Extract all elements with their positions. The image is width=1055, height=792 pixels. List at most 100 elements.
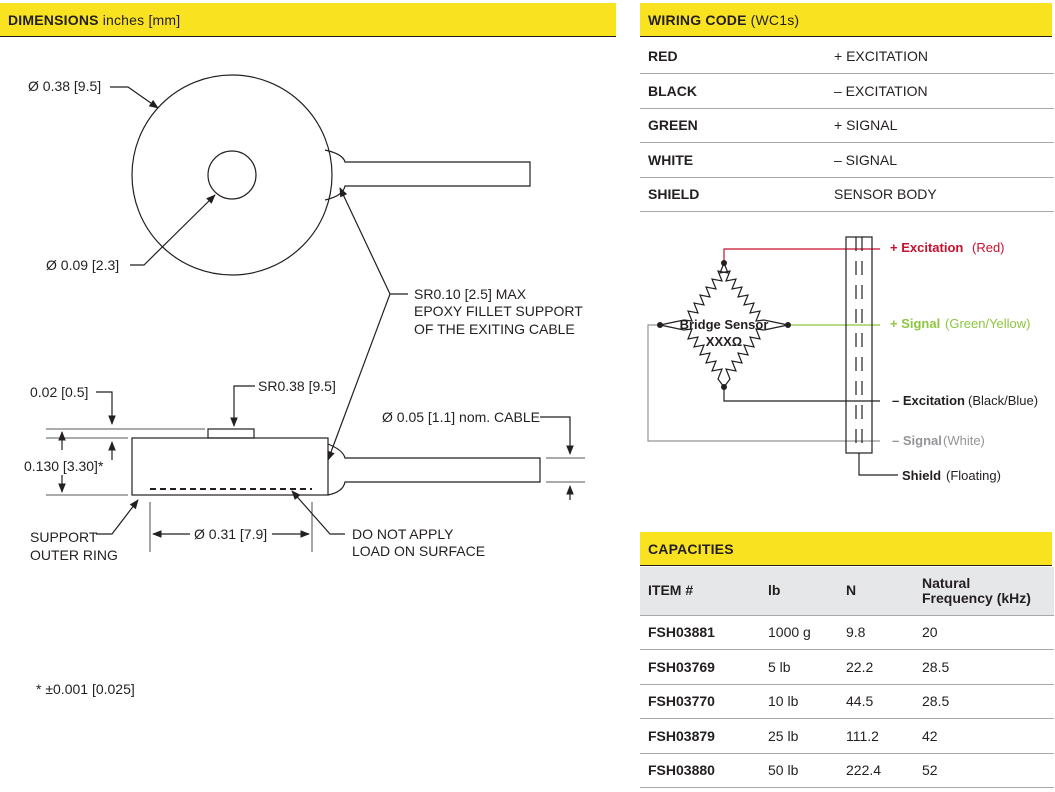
cell-n: 22.2: [846, 658, 874, 675]
dimensions-title: DIMENSIONS: [8, 11, 99, 28]
wire-red: [723, 248, 880, 263]
dimension-drawing: Ø 0.38 [9.5] Ø 0.09 [2.3] SR0.10 [2.5] M…: [24, 74, 585, 697]
label-inner-dia: Ø 0.09 [2.3]: [46, 257, 119, 273]
table-row: FSH03880 50 lb 222.4 52: [640, 753, 1054, 788]
table-row: FSH03879 25 lb 111.2 42: [640, 719, 1054, 753]
cell-freq: 28.5: [922, 658, 950, 675]
cable-bundle: [845, 236, 873, 454]
table-row: FSH03881 1000 g 9.8 20: [640, 615, 1054, 650]
wire-function: + EXCITATION: [834, 48, 928, 64]
capacities-title: CAPACITIES: [648, 540, 734, 557]
wire-color: WHITE: [648, 151, 694, 168]
cell-item: FSH03881: [648, 624, 715, 641]
cable-top-view: [324, 149, 531, 201]
wiring-code: (WC1s): [750, 11, 800, 28]
dimensions-units: inches [mm]: [102, 11, 181, 28]
wire-function: – SIGNAL: [834, 151, 898, 168]
label-fillet-3: OF THE EXITING CABLE: [414, 321, 575, 337]
label-no-load-2: LOAD ON SURFACE: [352, 543, 485, 559]
table-row: GREEN + SIGNAL: [640, 108, 1054, 143]
label-support-1: SUPPORT: [30, 529, 98, 545]
wiring-title: WIRING CODE: [648, 11, 747, 28]
sensor-body: [131, 437, 329, 496]
label-exc-pos: + Excitation: [890, 240, 963, 255]
label-dim-02: 0.02 [0.5]: [30, 384, 88, 400]
label-cable: Ø 0.05 [1.1] nom. CABLE: [382, 409, 540, 425]
button-top: [207, 428, 255, 439]
label-height: 0.130 [3.30]*: [24, 458, 104, 474]
cell-n: 111.2: [846, 727, 879, 744]
cell-item: FSH03769: [648, 658, 715, 675]
label-sig-pos: + Signal: [890, 316, 940, 331]
label-sig-neg-color: (White): [943, 433, 985, 448]
dimensions-header: DIMENSIONS inches [mm]: [0, 3, 616, 37]
cell-freq: 20: [922, 624, 938, 641]
label-tolerance: * ±0.001 [0.025]: [36, 681, 135, 697]
sensor-label: Bridge Sensor: [680, 317, 769, 332]
cell-freq: 52: [922, 762, 938, 779]
cell-freq: 42: [922, 727, 938, 744]
label-shield-color: (Floating): [946, 468, 1001, 483]
inner-circle: [207, 150, 257, 200]
cell-item: FSH03770: [648, 693, 715, 710]
sensor-value: XXXΩ: [706, 334, 742, 349]
label-sr038: SR0.38 [9.5]: [258, 378, 336, 394]
label-exc-neg-color: (Black/Blue): [968, 393, 1038, 408]
wire-function: SENSOR BODY: [834, 186, 937, 203]
cell-lb: 1000 g: [768, 624, 811, 641]
header-lb: lb: [768, 582, 781, 599]
table-row: FSH03769 5 lb 22.2 28.5: [640, 650, 1054, 684]
label-no-load-1: DO NOT APPLY: [352, 526, 454, 542]
label-exc-neg: – Excitation: [892, 393, 965, 408]
table-row: BLACK – EXCITATION: [640, 74, 1054, 108]
resistor-bottom-right: [723, 324, 789, 388]
table-header-row: ITEM # lb N Natural Frequency (kHz): [640, 567, 1054, 615]
cell-lb: 5 lb: [768, 658, 791, 675]
wire-function: – EXCITATION: [834, 82, 928, 99]
cell-n: 222.4: [846, 762, 882, 779]
cell-lb: 25 lb: [768, 727, 799, 744]
cell-n: 9.8: [846, 624, 866, 641]
label-sig-pos-color: (Green/Yellow): [945, 316, 1031, 331]
label-fillet-2: EPOXY FILLET SUPPORT: [414, 303, 583, 319]
wire-white: [647, 324, 880, 442]
cell-lb: 50 lb: [768, 762, 799, 779]
cable-side-view: [327, 443, 541, 496]
wire-color: SHIELD: [648, 186, 700, 203]
table-row: SHIELD SENSOR BODY: [640, 177, 1054, 212]
header-frequency-2: Frequency (kHz): [922, 589, 1031, 606]
wire-color: RED: [648, 48, 678, 64]
capacities-header: CAPACITIES: [640, 532, 1052, 566]
resistor-top-left: [659, 262, 729, 326]
header-frequency: Natural Frequency (kHz): [914, 567, 1054, 615]
wire-black: [723, 387, 880, 402]
table-row: FSH03770 10 lb 44.5 28.5: [640, 684, 1054, 719]
cell-item: FSH03879: [648, 727, 715, 744]
label-sig-neg: – Signal: [892, 433, 942, 448]
label-support-2: OUTER RING: [30, 547, 118, 563]
table-row: RED + EXCITATION: [640, 39, 1054, 74]
header-frequency-1: Natural: [922, 574, 971, 591]
resistor-top-right: [719, 262, 789, 326]
wire-color: GREEN: [648, 117, 698, 134]
label-shield: Shield: [902, 468, 941, 483]
outer-circle: [131, 74, 333, 276]
header-n: N: [846, 582, 857, 599]
cell-n: 44.5: [846, 693, 874, 710]
table-row: WHITE – SIGNAL: [640, 143, 1054, 177]
resistor-bottom-left: [659, 324, 725, 388]
wiring-table: RED + EXCITATION BLACK – EXCITATION GREE…: [640, 39, 1054, 212]
wire-color: BLACK: [648, 82, 697, 99]
wire-function: + SIGNAL: [834, 117, 898, 134]
cell-item: FSH03880: [648, 762, 715, 779]
label-fillet-1: SR0.10 [2.5] MAX: [414, 286, 527, 302]
wiring-diagram: Bridge Sensor XXXΩ + Excitation (Red) + …: [647, 236, 1038, 483]
wire-shield: [858, 453, 898, 476]
wiring-header: WIRING CODE (WC1s): [640, 3, 1052, 37]
capacities-table: ITEM # lb N Natural Frequency (kHz) FSH0…: [640, 567, 1054, 788]
label-exc-pos-color: (Red): [972, 240, 1005, 255]
label-base-dia: Ø 0.31 [7.9]: [194, 526, 267, 542]
cell-lb: 10 lb: [768, 693, 799, 710]
label-outer-dia: Ø 0.38 [9.5]: [28, 78, 101, 94]
cell-freq: 28.5: [922, 693, 950, 710]
